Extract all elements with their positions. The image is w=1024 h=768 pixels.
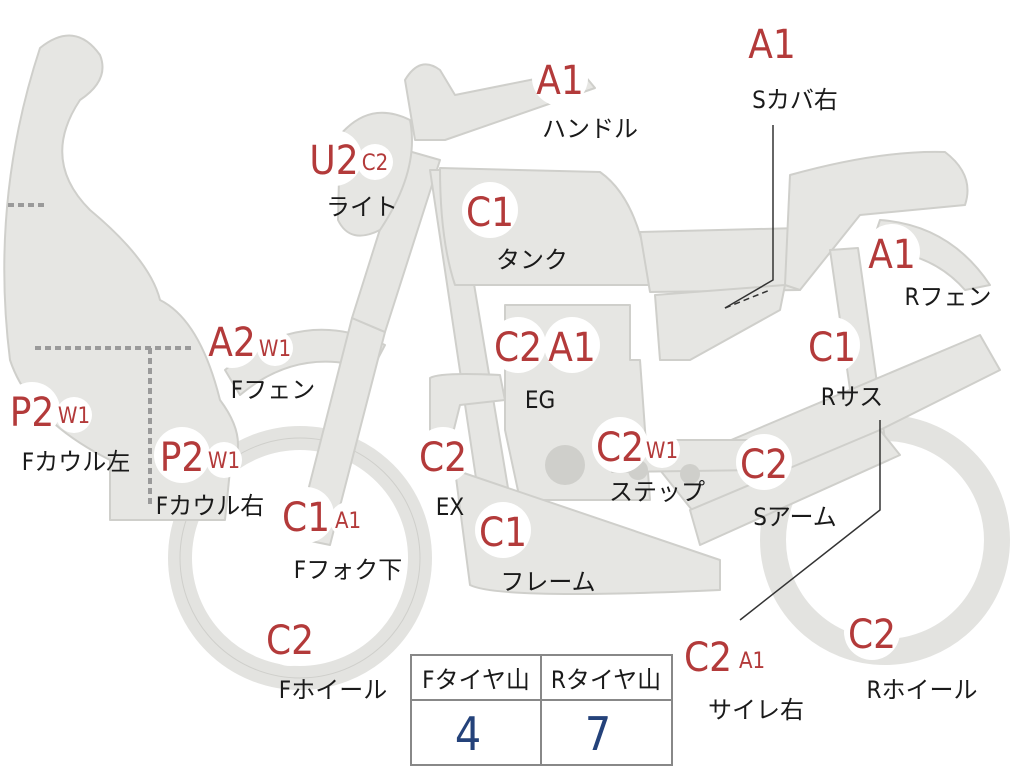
side-cover-label: Sカバ右 [752,86,838,114]
front-tread-header: Fタイヤ山 [422,666,530,694]
front-cowl-left-label: Fカウル左 [22,448,130,476]
silencer-leader [739,420,881,621]
silencer-subbadge: A1 [739,649,765,674]
handle-badge: A1 [536,58,584,104]
exhaust-badge: C2 [419,435,467,481]
rear-tread-header: Rタイヤ山 [551,666,661,694]
rear-tread-value: 7 [585,707,611,761]
engine-label: EG [525,386,555,414]
engine-badge-1: C2 [494,325,542,371]
tank-label: タンク [496,246,568,274]
engine-cover-icon [545,445,585,485]
rear-fender-label: Rフェン [905,283,992,311]
front-fender-label: Fフェン [231,376,315,404]
side-cover-shape [654,284,786,361]
front-wheel-badge: C2 [266,618,314,664]
front-cowl-left-badge: P2 [10,390,55,436]
front-fork-subbadge: A1 [335,509,361,534]
frame-badge: C1 [479,510,527,556]
silencer-badge: C2 [684,635,732,681]
rear-wheel-label: Rホイール [867,676,978,704]
step-subbadge: W1 [646,439,678,464]
rear-sus-badge: C1 [808,325,856,371]
front-tread-value: 4 [455,707,481,761]
swingarm-badge: C2 [740,442,788,488]
rear-wheel-badge: C2 [848,612,896,658]
front-fender-subbadge: W1 [259,337,291,362]
handle-label: ハンドル [542,115,638,143]
label-layer: ハンドル ライト タンク Sカバ右 Rフェン Fフェン EG Rサス Fカウル左… [22,86,992,724]
front-cowl-right-subbadge: W1 [208,449,240,474]
side-cover-leader [724,125,774,309]
step-badge: C2 [596,425,644,471]
badge-layer: A1 U2 C2 C1 A1 A1 A2 W1 C2 A1 C1 P2 W1 [4,14,920,683]
front-cowl-left-subbadge: W1 [58,404,90,429]
exhaust-shape [429,373,506,446]
light-label: ライト [326,193,398,221]
light-subbadge: C2 [362,151,388,176]
front-wheel-label: Fホイール [279,676,387,704]
tank-badge: C1 [466,190,514,236]
silencer-shape [689,429,901,546]
front-cowl-right-badge: P2 [160,435,205,481]
rear-sus-label: Rサス [821,383,884,411]
front-wheel-hub [179,437,421,679]
light-badge: U2 [309,138,358,184]
frame-label: フレーム [500,568,595,596]
swingarm-label: Sアーム [753,503,837,531]
engine-bolt-icon-2 [680,464,700,484]
frame-lower-shape [454,469,721,595]
step-label: ステップ [609,478,705,506]
front-fork-upper-shape [351,149,441,333]
rear-fender-badge: A1 [868,232,916,278]
front-cowl-shape [3,34,239,521]
tail-shape [784,150,969,291]
exhaust-label: EX [436,493,465,521]
front-fork-badge: C1 [282,495,330,541]
tread-table: Fタイヤ山 Rタイヤ山 4 7 [410,654,673,766]
side-cover-dash [724,289,771,309]
front-cowl-right-label: Fカウル右 [156,492,264,520]
front-fender-badge: A2 [208,320,256,366]
front-fork-label: Fフォク下 [294,556,402,584]
silencer-label: サイレ右 [708,696,804,724]
seat-shape [639,227,801,293]
engine-badge-2: A1 [548,325,596,371]
side-cover-badge: A1 [748,22,796,68]
